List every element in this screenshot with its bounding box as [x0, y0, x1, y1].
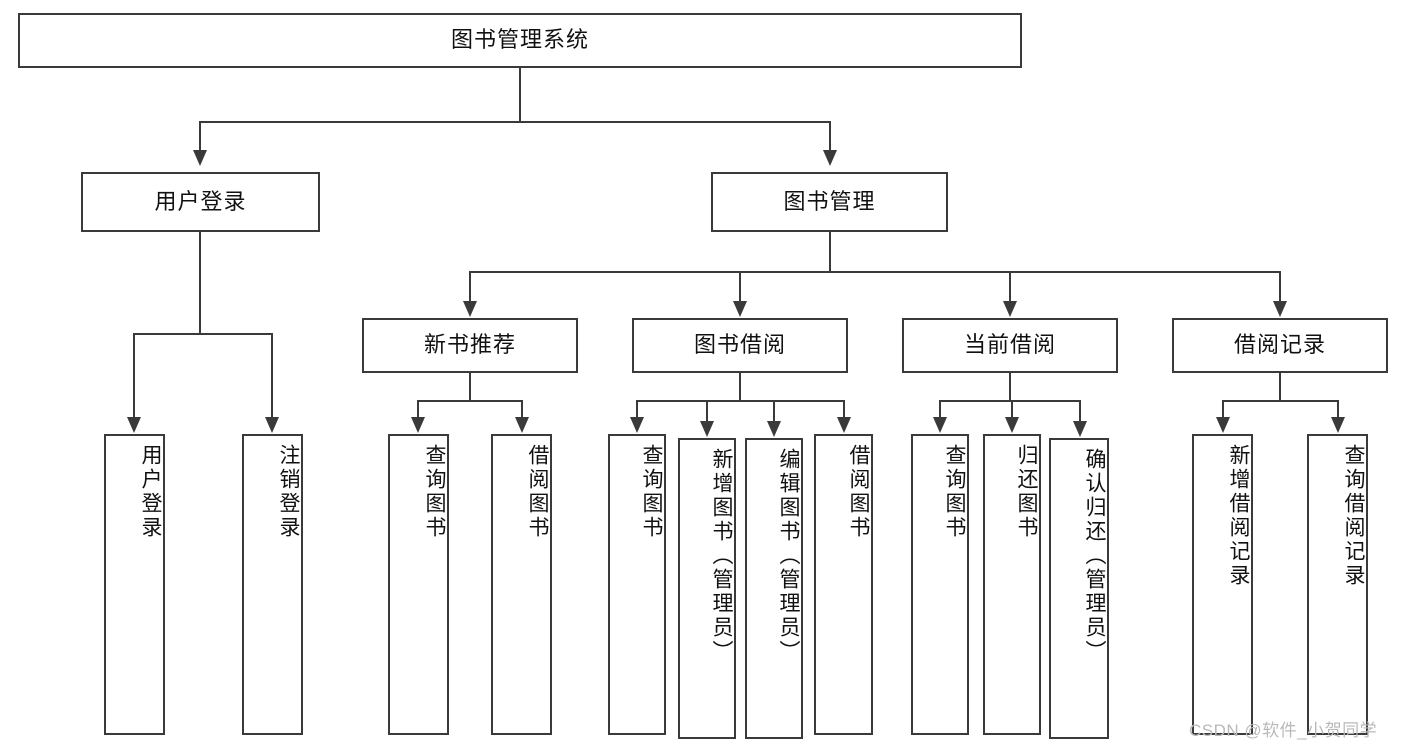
- leaf-cb-confirm-return[interactable]: 确认归还（管理员）: [1049, 438, 1109, 739]
- connector-bm-drop-1: [469, 271, 471, 302]
- connector-user-login-bus: [133, 333, 271, 335]
- connector-book-management-bus: [469, 271, 1280, 273]
- node-label: 归还图书: [1015, 444, 1038, 540]
- node-label: 用户登录: [154, 188, 247, 214]
- connector-bb-stem: [739, 373, 741, 400]
- connector-cb-drop-2: [1011, 400, 1013, 418]
- node-label: 当前借阅: [963, 332, 1056, 358]
- connector-root-stem: [519, 68, 521, 121]
- arrowhead-leaf-logout: [265, 417, 279, 433]
- connector-cb-bus: [939, 400, 1079, 402]
- leaf-bb-borrow-book[interactable]: 借阅图书: [814, 434, 873, 735]
- leaf-cb-query-book[interactable]: 查询图书: [911, 434, 969, 735]
- arrowhead-br-query-record: [1331, 417, 1345, 433]
- node-label: 借阅图书: [847, 444, 870, 540]
- arrowhead-leaf-user-login: [127, 417, 141, 433]
- connector-br-drop-2: [1337, 400, 1339, 418]
- csdn-watermark: CSDN @软件_小贺同学: [1189, 721, 1378, 740]
- connector-root-drop-1: [199, 121, 201, 151]
- node-current-borrow[interactable]: 当前借阅: [902, 318, 1118, 373]
- arrowhead-cb-return-book: [1005, 417, 1019, 433]
- connector-user-login-stem: [199, 232, 201, 333]
- connector-br-drop-1: [1222, 400, 1224, 418]
- arrowhead-book-management: [823, 150, 837, 166]
- connector-bm-drop-3: [1009, 271, 1011, 302]
- node-book-borrow[interactable]: 图书借阅: [632, 318, 848, 373]
- node-label: 图书借阅: [693, 332, 786, 358]
- connector-bm-drop-4: [1279, 271, 1281, 302]
- leaf-bb-add-book[interactable]: 新增图书（管理员）: [678, 438, 736, 739]
- node-label: 新书推荐: [423, 332, 516, 358]
- leaf-user-login[interactable]: 用户登录: [104, 434, 165, 735]
- node-label: 确认归还（管理员）: [1083, 448, 1106, 664]
- node-label: 新增借阅记录: [1227, 444, 1250, 588]
- leaf-logout[interactable]: 注销登录: [242, 434, 303, 735]
- arrowhead-current-borrow: [1003, 301, 1017, 317]
- leaf-nbr-borrow-book[interactable]: 借阅图书: [491, 434, 552, 735]
- node-label: 注销登录: [277, 444, 300, 540]
- connector-bb-drop-3: [773, 400, 775, 422]
- connector-br-stem: [1279, 373, 1281, 400]
- arrowhead-bb-add-book: [700, 421, 714, 437]
- node-label: 图书管理系统: [450, 27, 589, 53]
- leaf-nbr-query-book[interactable]: 查询图书: [388, 434, 449, 735]
- node-label: 用户登录: [139, 444, 162, 540]
- node-label: 借阅图书: [526, 444, 549, 540]
- arrowhead-user-login: [193, 150, 207, 166]
- connector-root-bus: [199, 121, 831, 123]
- node-book-management[interactable]: 图书管理: [711, 172, 948, 232]
- arrowhead-cb-confirm-return: [1073, 421, 1087, 437]
- node-label: 查询借阅记录: [1342, 444, 1365, 588]
- arrowhead-book-borrow: [733, 301, 747, 317]
- arrowhead-bb-edit-book: [767, 421, 781, 437]
- node-label: 查询图书: [423, 444, 446, 540]
- leaf-br-add-record[interactable]: 新增借阅记录: [1192, 434, 1253, 735]
- connector-bb-bus: [636, 400, 843, 402]
- arrowhead-bb-query-book: [630, 417, 644, 433]
- arrowhead-br-add-record: [1216, 417, 1230, 433]
- connector-cb-drop-3: [1079, 400, 1081, 422]
- node-label: 借阅记录: [1233, 332, 1326, 358]
- connector-bb-drop-4: [843, 400, 845, 418]
- connector-br-bus: [1222, 400, 1337, 402]
- leaf-br-query-record[interactable]: 查询借阅记录: [1307, 434, 1368, 735]
- arrowhead-bb-borrow-book: [837, 417, 851, 433]
- arrowhead-cb-query-book: [933, 417, 947, 433]
- node-root-book-management-system[interactable]: 图书管理系统: [18, 13, 1022, 68]
- connector-nbr-drop-1: [417, 400, 419, 418]
- connector-user-login-drop-1: [133, 333, 135, 418]
- connector-bb-drop-1: [636, 400, 638, 418]
- arrowhead-new-book-recommend: [463, 301, 477, 317]
- connector-bb-drop-2: [706, 400, 708, 422]
- arrowhead-nbr-query-book: [411, 417, 425, 433]
- connector-cb-stem: [1009, 373, 1011, 400]
- arrowhead-nbr-borrow-book: [515, 417, 529, 433]
- arrowhead-borrow-record: [1273, 301, 1287, 317]
- node-new-book-recommend[interactable]: 新书推荐: [362, 318, 578, 373]
- connector-nbr-stem: [469, 373, 471, 400]
- leaf-bb-edit-book[interactable]: 编辑图书（管理员）: [745, 438, 803, 739]
- node-user-login[interactable]: 用户登录: [81, 172, 320, 232]
- connector-book-management-stem: [829, 232, 831, 271]
- node-label: 编辑图书（管理员）: [777, 448, 800, 664]
- node-borrow-record[interactable]: 借阅记录: [1172, 318, 1388, 373]
- connector-nbr-bus: [417, 400, 521, 402]
- node-label: 新增图书（管理员）: [710, 448, 733, 664]
- connector-nbr-drop-2: [521, 400, 523, 418]
- leaf-cb-return-book[interactable]: 归还图书: [983, 434, 1041, 735]
- connector-cb-drop-1: [939, 400, 941, 418]
- connector-user-login-drop-2: [271, 333, 273, 418]
- node-label: 图书管理: [783, 188, 876, 214]
- connector-bm-drop-2: [739, 271, 741, 302]
- node-label: 查询图书: [640, 444, 663, 540]
- leaf-bb-query-book[interactable]: 查询图书: [608, 434, 666, 735]
- connector-root-drop-2: [829, 121, 831, 151]
- node-label: 查询图书: [943, 444, 966, 540]
